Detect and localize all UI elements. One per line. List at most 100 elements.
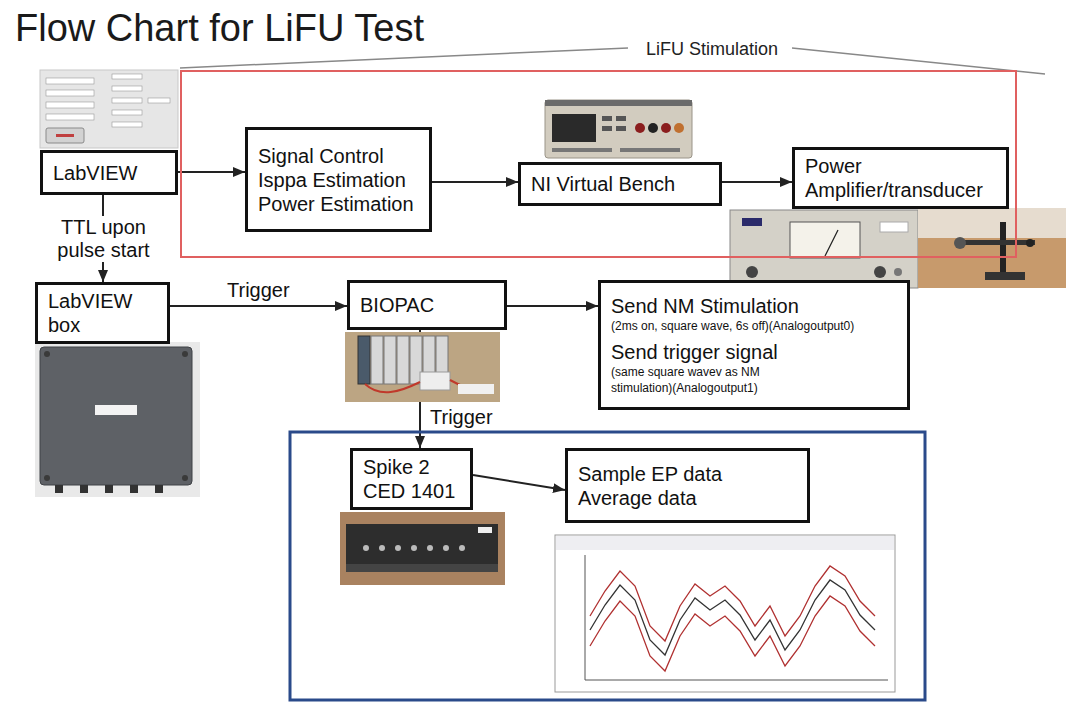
- edge-label: Trigger: [225, 279, 292, 302]
- virtual-bench-photo-part: [616, 116, 626, 121]
- labview-screenshot-part: [46, 90, 94, 96]
- process-box: BIOPAC: [347, 280, 507, 330]
- labview-screenshot-part: [46, 128, 84, 143]
- node-text: LabVIEW: [53, 161, 137, 185]
- region-box: LiFU StimulationSignal ControlIsppa Esti…: [180, 70, 1017, 258]
- ced-1401-photo-part: [346, 564, 498, 572]
- power-amplifier-photo-part: [880, 222, 908, 232]
- process-box: LabVIEW box: [35, 282, 170, 344]
- labview-box-photo: [35, 342, 200, 497]
- node-text: Isppa Estimation: [258, 168, 406, 192]
- ep-plot-screenshot-part: [585, 555, 586, 680]
- labview-screenshot-part: [112, 86, 142, 91]
- labview-box-photo-part: [182, 475, 188, 481]
- node-text: CED 1401: [363, 479, 455, 503]
- connector-arrow: [178, 171, 245, 173]
- ced-1401-photo-part: [363, 545, 369, 551]
- virtual-bench-photo-part: [635, 123, 645, 133]
- connector-arrow: [473, 475, 565, 490]
- recording-frame-part: [290, 432, 925, 700]
- labview-box-photo-part: [182, 351, 188, 357]
- labview-screenshot-part: [112, 74, 142, 79]
- transducer-photo-part: [918, 208, 1066, 288]
- chart-title: Flow Chart for LiFU Test: [15, 6, 424, 50]
- power-amplifier-photo-part: [730, 210, 918, 288]
- labview-screenshot-part: [46, 78, 94, 84]
- biopac-photo-part: [420, 372, 450, 390]
- ep-plot-screenshot-part: [590, 596, 875, 671]
- edge-label: Trigger: [428, 406, 495, 429]
- power-amplifier-photo: [730, 210, 918, 288]
- node-text: Power Estimation: [258, 192, 414, 216]
- labview-box-photo-part: [40, 347, 192, 485]
- virtual-bench-photo-part: [552, 114, 596, 142]
- labview-box-photo-part: [155, 485, 163, 493]
- power-amplifier-photo-part: [790, 222, 860, 258]
- biopac-photo-part: [365, 382, 420, 392]
- ep-plot-screenshot-part: [590, 566, 875, 641]
- bracket-lines-part: [180, 48, 628, 68]
- node-text: Sample EP data: [578, 462, 722, 486]
- ep-plot-screenshot-part: [555, 535, 895, 692]
- virtual-bench-photo-part: [602, 116, 612, 121]
- connector-arrow: [722, 181, 792, 183]
- ced-1401-photo-part: [443, 545, 449, 551]
- node-text: LabVIEW box: [48, 289, 143, 337]
- power-amplifier-photo-part: [742, 218, 762, 226]
- process-box: Spike 2CED 1401: [350, 448, 473, 510]
- ced-1401-photo-part: [395, 545, 401, 551]
- transducer-photo-part: [985, 272, 1025, 280]
- labview-box-photo-part: [35, 342, 200, 497]
- virtual-bench-photo: [545, 100, 692, 158]
- process-box: Signal ControlIsppa EstimationPower Esti…: [245, 127, 432, 232]
- virtual-bench-photo-part: [620, 148, 680, 152]
- biopac-photo-part: [371, 336, 383, 384]
- virtual-bench-photo-part: [545, 100, 692, 106]
- process-box: LabVIEW: [40, 150, 178, 195]
- labview-screenshot-part: [46, 102, 94, 108]
- node-text: Signal Control: [258, 144, 384, 168]
- virtual-bench-photo-part: [648, 123, 658, 133]
- node-text: NI Virtual Bench: [531, 172, 675, 196]
- ced-1401-photo: [340, 512, 505, 585]
- connector-arrow: [432, 181, 518, 183]
- biopac-photo-part: [345, 332, 500, 402]
- power-amplifier-photo-part: [874, 266, 886, 278]
- labview-screenshot-part: [112, 122, 142, 127]
- labview-box-photo-part: [95, 405, 137, 415]
- node-text: Spike 2: [363, 455, 430, 479]
- power-amplifier-photo-part: [746, 266, 758, 278]
- node-text: (2ms on, square wave, 6s off)(Analogoutp…: [611, 318, 854, 334]
- node-text: Send trigger signal: [611, 340, 778, 364]
- labview-screenshot-part: [112, 98, 142, 103]
- process-box: Sample EP dataAverage data: [565, 448, 810, 523]
- labview-screenshot-part: [148, 98, 170, 103]
- ep-plot-screenshot: [555, 535, 895, 692]
- labview-screenshot-part: [46, 114, 94, 120]
- biopac-photo-part: [397, 336, 409, 384]
- ced-1401-photo-part: [459, 545, 465, 551]
- labview-box-photo-part: [44, 351, 50, 357]
- transducer-photo-part: [918, 208, 1066, 238]
- ced-1401-photo-part: [346, 524, 498, 564]
- ep-plot-screenshot-part: [585, 680, 888, 681]
- transducer-photo-part: [954, 237, 966, 249]
- ced-1401-photo-part: [340, 512, 505, 585]
- node-text: BIOPAC: [360, 293, 434, 317]
- virtual-bench-photo-part: [602, 126, 612, 131]
- virtual-bench-photo-part: [674, 123, 684, 133]
- labview-box-photo-part: [80, 485, 88, 493]
- virtual-bench-photo-part: [552, 148, 612, 152]
- biopac-photo-part: [358, 336, 370, 384]
- transducer-photo-part: [1026, 239, 1034, 247]
- process-box: NI Virtual Bench: [518, 162, 722, 206]
- biopac-photo-part: [458, 384, 494, 394]
- power-amplifier-photo-part: [825, 230, 838, 256]
- transducer-photo: [918, 208, 1066, 288]
- transducer-photo-part: [955, 240, 1035, 245]
- power-amplifier-photo-part: [894, 268, 902, 276]
- ced-1401-photo-part: [379, 545, 385, 551]
- transducer-photo-part: [1000, 222, 1006, 280]
- labview-box-photo-part: [130, 485, 138, 493]
- ced-1401-photo-part: [427, 545, 433, 551]
